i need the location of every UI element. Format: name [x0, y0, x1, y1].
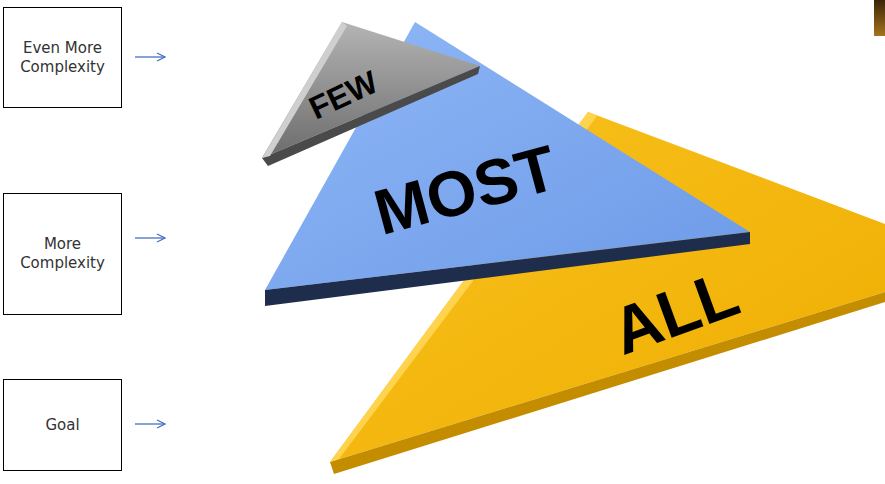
box-label: More Complexity: [10, 235, 115, 273]
triangle-face: [330, 112, 885, 462]
triangle-bevel: [330, 112, 597, 462]
label-box: Even More Complexity: [3, 7, 122, 108]
pyramid-tier: FEW: [262, 22, 480, 166]
connector-arrow: [135, 56, 165, 57]
connector-arrow: [135, 423, 165, 424]
label-box: Goal: [3, 379, 122, 471]
box-label: Even More Complexity: [10, 39, 115, 77]
label-box: More Complexity: [3, 193, 122, 315]
triangle-bevel: [330, 292, 885, 474]
box-label: Goal: [45, 416, 79, 435]
connector-arrow: [135, 237, 165, 238]
photo-fragment: [874, 0, 885, 36]
